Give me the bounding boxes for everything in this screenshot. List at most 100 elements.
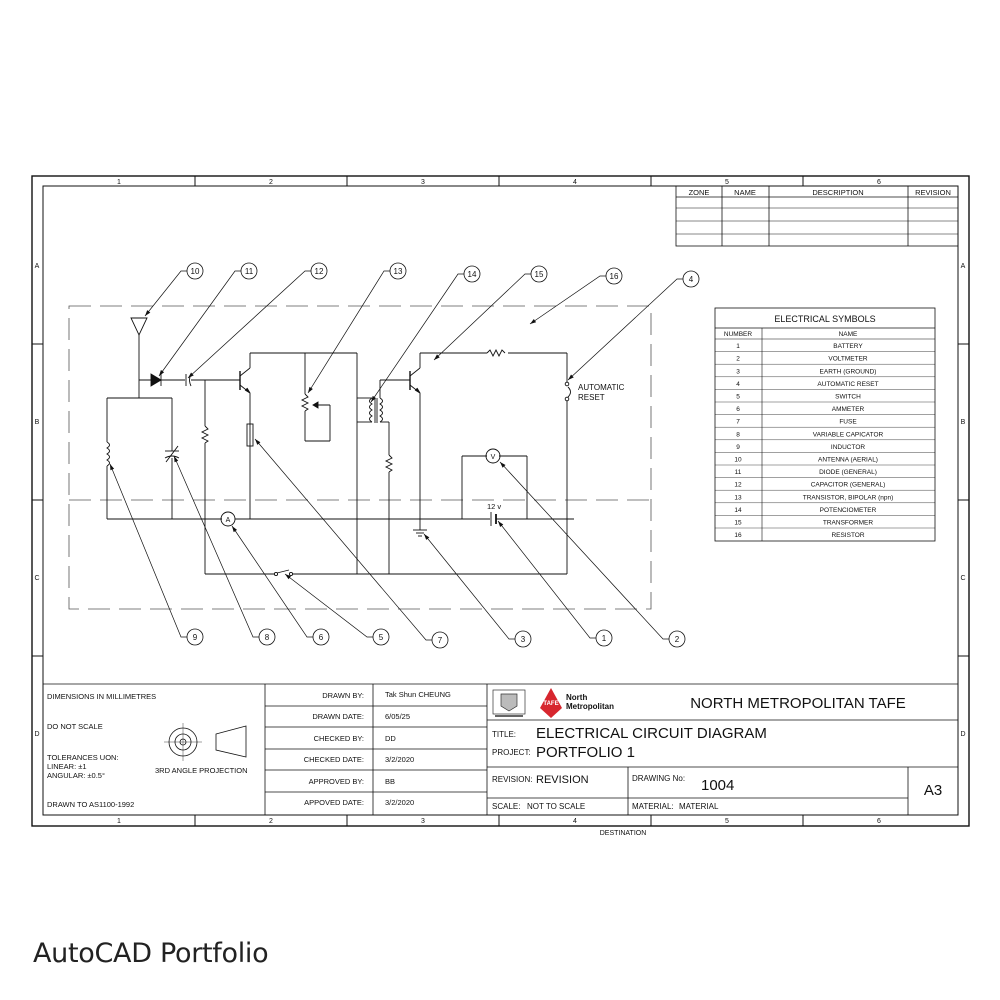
automatic-reset-symbol [564,381,570,387]
callout-number: 8 [265,633,270,642]
standard-note: DRAWN TO AS1100-1992 [47,800,134,809]
col-label: 6 [877,818,881,825]
callout-balloon [186,262,204,280]
leader-line [158,270,241,377]
rev-header: DESCRIPTION [812,188,863,197]
callout-number: 6 [319,633,324,642]
col-label: 5 [725,818,729,825]
dimensions-note: DIMENSIONS IN MILLIMETRES [47,692,156,701]
col-label: 4 [573,818,577,825]
checked-date-label: CHECKED DATE: [304,755,364,764]
auto-reset-label: RESET [578,393,605,402]
col-label: 2 [269,179,273,186]
symbol-name: VOLTMETER [828,356,868,363]
project-name: PORTFOLIO 1 [536,744,635,761]
row-label: C [960,575,965,582]
battery-label: 12 v [487,502,501,511]
logo-line1: North [566,693,587,702]
leader-line [144,270,187,317]
callout-number: 9 [193,633,198,642]
approved-date-label: APPOVED DATE: [304,798,364,807]
transformer-symbol [369,397,373,423]
project-label: PROJECT: [492,748,531,757]
leader-arrow [530,318,537,324]
row-label: B [961,419,966,426]
revision-value: REVISION [536,774,589,786]
scale-label: SCALE: [492,802,520,811]
scale-value: NOT TO SCALE [527,802,585,811]
callout-balloon [431,631,449,649]
callout-number: 10 [191,267,200,276]
symbol-number: 15 [734,520,742,527]
col-label: 4 [573,179,577,186]
col-label: 2 [269,818,273,825]
callout-balloon [372,628,390,646]
title-block: DIMENSIONS IN MILLIMETRES DO NOT SCALE T… [43,683,958,815]
leader-arrow [568,374,574,380]
symbol-name: ANTENNA (AERIAL) [818,457,878,464]
symbol-name: VARIABLE CAPICATOR [813,431,884,438]
symbol-number: 16 [734,532,742,539]
antenna-symbol [130,317,148,337]
symbol-name: FUSE [839,419,857,426]
col-label: 6 [877,179,881,186]
symbol-number: 1 [736,343,740,350]
leader-line [497,520,596,639]
symbol-number: 4 [736,381,740,388]
drawn-by-value: Tak Shun CHEUNG [385,690,451,699]
row-label: D [34,731,39,738]
symbol-name: CAPACITOR (GENERAL) [811,482,886,489]
leader-line [307,270,390,394]
circuit-diagram [68,305,652,610]
callout-balloon [312,628,330,646]
symbol-name: INDUCTOR [831,444,865,451]
symbol-name: AUTOMATIC RESET [817,381,878,388]
auto-reset-label: AUTOMATIC [578,383,625,392]
sheet-border [31,175,970,827]
destination-label: DESTINATION [600,830,647,837]
callout-balloon [514,630,532,648]
tolerances-note: TOLERANCES UON: [47,753,119,762]
symbol-name: POTENCIOMETER [820,507,877,514]
callout-balloon [463,265,481,283]
leader-arrow [110,464,115,471]
symbol-name: TRANSFORMER [823,520,874,527]
approved-by-label: APPROVED BY: [309,777,364,786]
ammeter-letter: A [226,517,231,524]
leader-arrow [159,369,165,376]
border-column-labels: 1 2 3 4 5 6 1 2 3 4 5 6 [117,179,881,825]
leader-arrow [145,310,151,316]
leader-line [187,270,311,379]
material-label: MATERIAL: [632,802,674,811]
symbol-number: 5 [736,394,740,401]
leader-arrow [498,521,504,527]
border-row-labels: A B C D A B C D [34,263,965,738]
col-label: 5 [725,179,729,186]
third-angle-projection-icon [164,723,247,761]
leader-arrow [232,526,238,533]
symbol-number: 2 [736,356,740,363]
callout-number: 12 [315,267,324,276]
row-label: B [35,419,40,426]
callout-balloon [186,628,204,646]
rev-header: ZONE [689,188,710,197]
leader-line [499,461,669,640]
resistor-symbol [486,348,506,358]
callout-balloon [668,630,686,648]
callout-balloon [682,270,700,288]
revision-table: ZONE NAME DESCRIPTION REVISION [675,185,959,247]
callout-number: 14 [468,270,477,279]
leader-arrow [371,395,377,402]
projection-label: 3RD ANGLE PROJECTION [155,766,248,775]
symbol-number: 7 [736,419,740,426]
symbol-name: TRANSISTOR, BIPOLAR (npn) [803,494,894,501]
rev-header: NAME [734,188,756,197]
checked-by-value: DD [385,734,396,743]
hidden-outline [68,305,652,610]
institution-name: NORTH METROPOLITAN TAFE [690,695,906,712]
leader-line [370,273,464,403]
leader-arrow [188,372,194,378]
diode-symbol [150,373,162,387]
row-label: A [961,263,966,270]
leader-arrow [500,462,506,468]
